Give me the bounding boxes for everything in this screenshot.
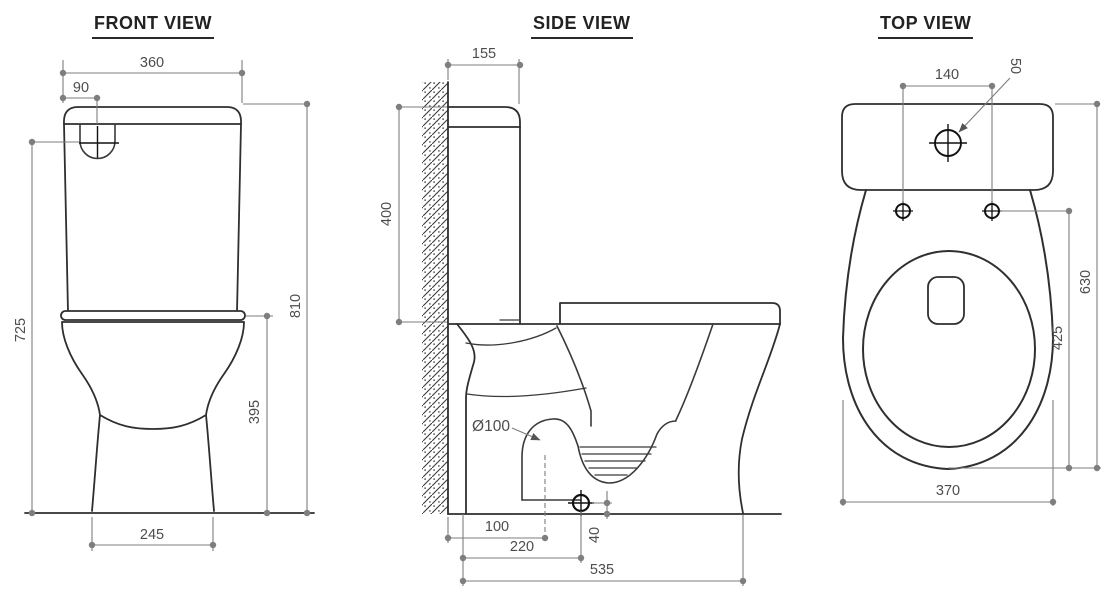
dim-label-outlet-center: 100 bbox=[485, 519, 509, 535]
top-dimensions: 140 50 630 425 370 bbox=[839, 58, 1101, 506]
dim-label-tank-width: 360 bbox=[140, 55, 164, 71]
side-toilet-outline bbox=[447, 81, 782, 516]
seat-lid-profile bbox=[559, 302, 781, 325]
outlet-pipe bbox=[521, 418, 579, 501]
outlet-leader-line bbox=[511, 427, 541, 441]
side-view-title: SIDE VIEW bbox=[531, 13, 633, 39]
dim-label-drain-height: 40 bbox=[587, 527, 603, 543]
dim-label-total-depth: 535 bbox=[590, 562, 614, 578]
front-dimensions: 360 90 810 725 395 245 bbox=[13, 55, 311, 551]
dim-label-outlet-diameter: Ø100 bbox=[472, 418, 510, 435]
dimension-endpoints bbox=[395, 61, 747, 585]
dim-label-total-height: 810 bbox=[288, 294, 304, 318]
dim-label-button-height: 725 bbox=[13, 318, 29, 342]
hinge-detail bbox=[927, 276, 965, 325]
water-sump bbox=[577, 420, 677, 484]
side-dimensions: 155 400 Ø100 100 220 535 40 bbox=[379, 46, 747, 586]
flush-button-outline bbox=[79, 123, 116, 160]
front-view-title: FRONT VIEW bbox=[92, 13, 214, 39]
seat-edge-band bbox=[60, 310, 246, 321]
top-view-title: TOP VIEW bbox=[878, 13, 974, 39]
dim-label-tank-depth: 155 bbox=[472, 46, 496, 62]
dim-label-drain-center: 220 bbox=[510, 539, 534, 555]
dim-label-tank-height: 400 bbox=[379, 202, 395, 226]
dimension-endpoints bbox=[28, 69, 311, 549]
flush-button-cross-icon bbox=[79, 126, 119, 158]
dimension-endpoints bbox=[839, 82, 1101, 506]
dim-label-holes-to-front: 425 bbox=[1050, 326, 1066, 350]
water-level-hatch bbox=[579, 446, 657, 476]
dim-label-bowl-width: 370 bbox=[936, 483, 960, 499]
dim-label-button-offset: 90 bbox=[73, 80, 89, 96]
seat-bolt-hole-marker-icon bbox=[982, 201, 1002, 221]
dim-label-total-length: 630 bbox=[1078, 270, 1094, 294]
front-toilet-outline bbox=[24, 106, 315, 514]
dim-label-button-span: 140 bbox=[935, 67, 959, 83]
seat-outer-outline bbox=[842, 189, 1054, 470]
dim-label-base-width: 245 bbox=[140, 527, 164, 543]
seat-bolt-hole-marker-icon bbox=[893, 201, 913, 221]
dim-label-bowl-height: 395 bbox=[247, 400, 263, 424]
button-leader-line bbox=[958, 77, 1011, 133]
wall-hatch bbox=[422, 82, 448, 514]
seat-opening bbox=[862, 250, 1036, 448]
flush-button-marker-icon bbox=[929, 124, 967, 162]
dim-label-button-diameter: 50 bbox=[1007, 58, 1023, 74]
top-view-drawing: 140 50 630 425 370 bbox=[839, 58, 1101, 506]
front-view-drawing: 360 90 810 725 395 245 bbox=[13, 55, 315, 551]
top-toilet-outline bbox=[841, 103, 1054, 470]
tank-top-outline bbox=[841, 103, 1054, 191]
side-view-drawing: 155 400 Ø100 100 220 535 40 bbox=[379, 46, 782, 586]
